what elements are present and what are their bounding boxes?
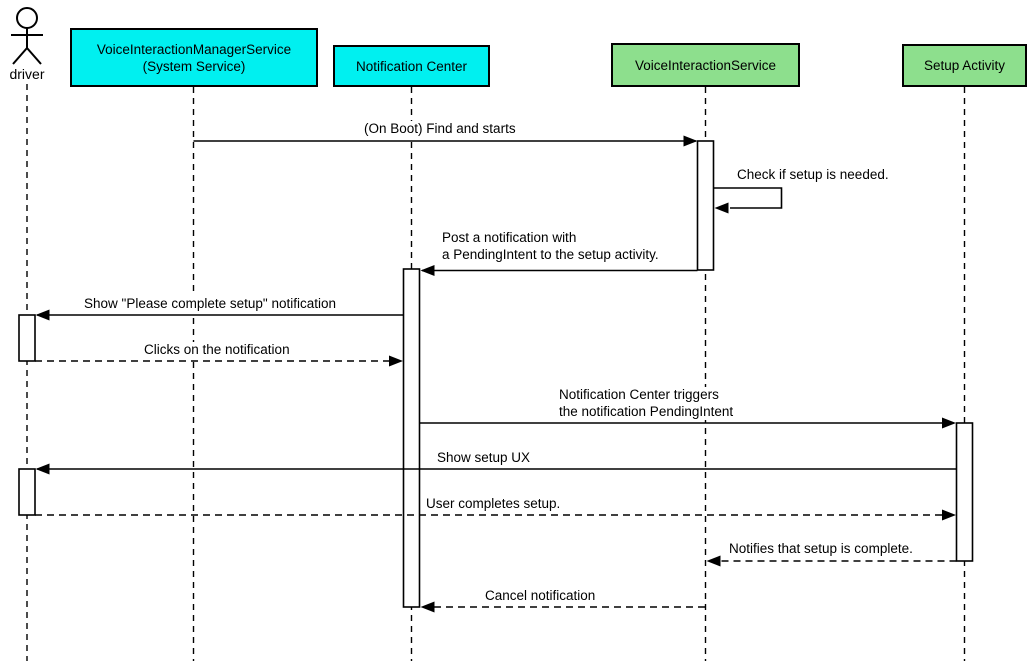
- activation-driver-1: [18, 314, 36, 362]
- message-9-label: Notifies that setup is complete.: [727, 541, 915, 558]
- participant-voice-interaction-service: VoiceInteractionService: [611, 43, 800, 87]
- message-5-label: Clicks on the notification: [142, 342, 292, 359]
- activation-voice-interaction-service: [696, 140, 715, 271]
- participant-voice-interaction-manager-service: VoiceInteractionManagerService (System S…: [70, 28, 318, 87]
- message-7-label: Show setup UX: [435, 450, 533, 467]
- activation-notification-center: [402, 268, 421, 608]
- activation-setup-activity: [955, 422, 974, 562]
- message-8-arrow: [35, 509, 956, 521]
- message-4-arrow: [35, 309, 404, 321]
- message-10-label: Cancel notification: [483, 588, 598, 605]
- message-1-arrow: [193, 135, 698, 147]
- message-3-arrow: [420, 265, 698, 276]
- activation-driver-2: [18, 468, 36, 516]
- message-8-label: User completes setup.: [424, 496, 563, 513]
- message-2-label: Check if setup is needed.: [735, 167, 891, 184]
- message-7-arrow: [35, 463, 957, 475]
- message-4-label: Show "Please complete setup" notificatio…: [82, 296, 338, 313]
- message-2-self-arrow: [713, 187, 783, 214]
- message-1-label: (On Boot) Find and starts: [362, 121, 518, 138]
- message-6-arrow: [419, 417, 956, 429]
- participant-setup-activity: Setup Activity: [902, 44, 1027, 87]
- participant-notification-center: Notification Center: [333, 45, 490, 87]
- message-3-label: Post a notification with a PendingIntent…: [440, 230, 661, 263]
- message-5-arrow: [35, 355, 403, 367]
- message-10-arrow: [420, 601, 705, 613]
- actor-driver-label: driver: [9, 66, 45, 82]
- message-9-arrow: [706, 555, 957, 567]
- actor-driver-icon: [11, 7, 43, 65]
- message-6-label: Notification Center triggers the notific…: [557, 387, 736, 420]
